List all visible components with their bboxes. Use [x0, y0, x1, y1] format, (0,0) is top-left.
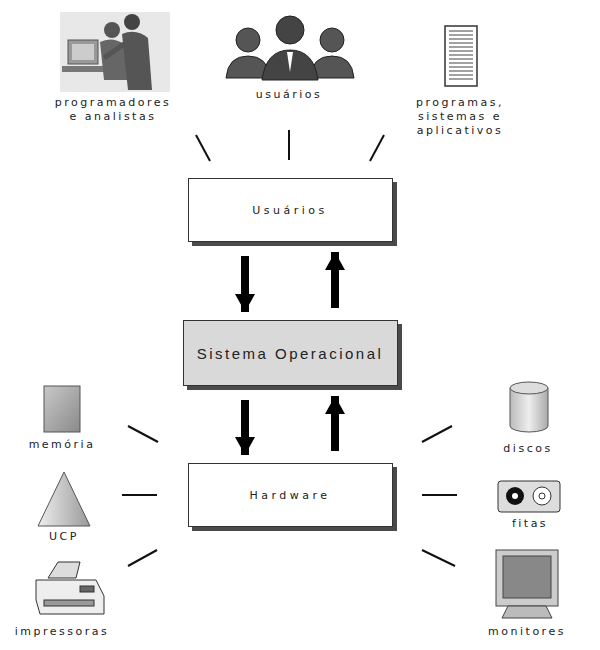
box-label: Usuários	[252, 204, 328, 217]
part-label: monitores	[467, 625, 587, 639]
programmers-icon	[60, 12, 170, 92]
part-label: programadores e analistas	[49, 96, 177, 124]
box-label: Sistema Operacional	[197, 345, 384, 362]
flow-arrow	[331, 396, 339, 451]
box-label: Hardware	[249, 489, 330, 502]
part-label: UCP	[24, 530, 104, 544]
flow-arrow	[241, 256, 249, 312]
document-icon	[445, 26, 477, 86]
part-label: programas, sistemas e aplicativos	[401, 96, 519, 137]
part-label: memória	[7, 438, 117, 452]
os-box: Sistema Operacional	[183, 320, 398, 386]
tape-icon	[498, 481, 560, 512]
flow-arrow	[331, 252, 339, 308]
users-icon	[226, 16, 354, 80]
cpu-icon	[38, 472, 90, 526]
printer-icon	[36, 562, 104, 614]
monitor-icon	[496, 550, 558, 618]
disk-icon	[510, 382, 548, 432]
users-box: Usuários	[188, 178, 393, 242]
flow-arrow	[241, 400, 249, 455]
part-label: discos	[478, 442, 578, 456]
leader-lines	[122, 130, 457, 566]
memory-icon	[44, 386, 80, 432]
part-label: impressoras	[3, 625, 121, 639]
part-label: usuários	[225, 88, 353, 102]
part-label: fitas	[485, 517, 575, 531]
hardware-box: Hardware	[188, 463, 393, 527]
